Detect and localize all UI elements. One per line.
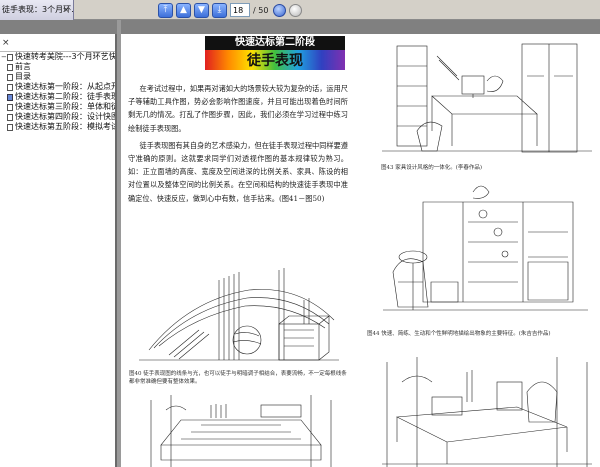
close-icon[interactable]: × bbox=[62, 5, 70, 14]
page-icon bbox=[7, 123, 13, 131]
panel-splitter[interactable] bbox=[117, 20, 121, 467]
bookmark-item[interactable]: 目录 bbox=[0, 72, 115, 82]
collapse-icon[interactable]: − bbox=[1, 53, 7, 61]
figure-43-caption: 图43 家具设计风格的一体化。(李春作品) bbox=[381, 165, 483, 171]
go-back-button[interactable] bbox=[273, 3, 287, 17]
bookmark-label: 快速转考美院---3个月环艺快速达标 bbox=[14, 52, 117, 61]
close-icon[interactable]: × bbox=[2, 38, 10, 48]
page-icon bbox=[7, 93, 13, 101]
page-total: / 50 bbox=[253, 5, 269, 15]
bookmarks-header: × bbox=[0, 34, 115, 52]
bookmark-root[interactable]: − 快速转考美院---3个月环艺快速达标 bbox=[0, 52, 115, 62]
page-icon bbox=[7, 63, 13, 71]
document-page: 快速达标第二阶段 徒手表现 在考试过程中，如果再对诸如大的场景较大较为复杂的话，… bbox=[121, 34, 600, 467]
top-toolbar: 徒手表现：3个月环… × ⤒ ▲ ▼ ⤓ / 50 bbox=[0, 0, 600, 20]
sketch-figure-40 bbox=[139, 268, 339, 361]
navigation-toolbar: ⤒ ▲ ▼ ⤓ / 50 bbox=[158, 2, 303, 18]
stage-banner: 快速达标第二阶段 bbox=[205, 36, 345, 50]
body-text: 在考试过程中，如果再对诸如大的场景较大较为复杂的话，运用尺子等辅助工具作图，势必… bbox=[128, 82, 348, 209]
previous-page-button[interactable]: ▲ bbox=[176, 2, 191, 18]
bookmark-item[interactable]: 快速达标第三阶段：单体和徒手细部 bbox=[0, 102, 115, 112]
figure-44-caption: 图44 快速、简练、生动和个性鲜明地描绘出物象的主要特征。(朱吉吉作品) bbox=[367, 331, 551, 337]
page-icon bbox=[7, 83, 13, 91]
sketch-figure-44 bbox=[383, 185, 588, 311]
go-forward-button[interactable] bbox=[289, 3, 303, 17]
bookmark-item[interactable]: 前言 bbox=[0, 62, 115, 72]
paragraph: 徒手表现图有其自身的艺术感染力，但在徒手表现过程中同样要遵守准确的原则。这就要求… bbox=[128, 140, 348, 203]
document-tab-title: 徒手表现：3个月环… bbox=[2, 5, 74, 14]
bookmark-item[interactable]: 快速达标第四阶段：设计快图表现 bbox=[0, 112, 115, 122]
bookmark-item-active[interactable]: 快速达标第二阶段：徒手表现 bbox=[0, 92, 115, 102]
document-tab[interactable]: 徒手表现：3个月环… × bbox=[0, 0, 74, 20]
page-number-input[interactable] bbox=[230, 3, 250, 17]
next-page-button[interactable]: ▼ bbox=[194, 2, 209, 18]
sketch-bedroom bbox=[150, 395, 332, 467]
bookmark-label: 前言 bbox=[15, 62, 31, 71]
sketch-figure-43 bbox=[382, 43, 592, 153]
bookmark-label: 快速达标第三阶段：单体和徒手细部 bbox=[15, 102, 115, 111]
bookmark-label: 快速达标第一阶段：从起点开始 bbox=[15, 82, 117, 91]
bookmark-label: 快速达标第四阶段：设计快图表现 bbox=[15, 112, 115, 121]
bookmark-item[interactable]: 快速达标第一阶段：从起点开始 bbox=[0, 82, 115, 92]
section-title: 徒手表现 bbox=[247, 53, 303, 69]
page-icon bbox=[6, 53, 13, 61]
bookmark-label: 快速达标第五阶段：模拟考试 bbox=[15, 122, 117, 131]
first-page-button[interactable]: ⤒ bbox=[158, 2, 173, 18]
page-icon bbox=[7, 103, 13, 111]
rainbow-strip bbox=[205, 50, 345, 70]
bookmark-label: 目录 bbox=[15, 72, 31, 81]
last-page-button[interactable]: ⤓ bbox=[212, 2, 227, 18]
bookmark-item[interactable]: 快速达标第五阶段：模拟考试 bbox=[0, 122, 115, 132]
page-icon bbox=[7, 73, 13, 81]
page-icon bbox=[7, 113, 13, 121]
figure-40-caption: 图40 徒手表现图的线条与光，也可以徒手与明暗调子相结合，表要流畅，不一定每根线… bbox=[129, 371, 347, 385]
paragraph: 在考试过程中，如果再对诸如大的场景较大较为复杂的话，运用尺子等辅助工具作图，势必… bbox=[128, 84, 348, 133]
bookmark-label: 快速达标第二阶段：徒手表现 bbox=[15, 92, 117, 101]
bookmarks-panel: × − 快速转考美院---3个月环艺快速达标 前言 目录 快速达标第一阶段：从起… bbox=[0, 34, 117, 467]
sketch-office bbox=[382, 357, 592, 467]
